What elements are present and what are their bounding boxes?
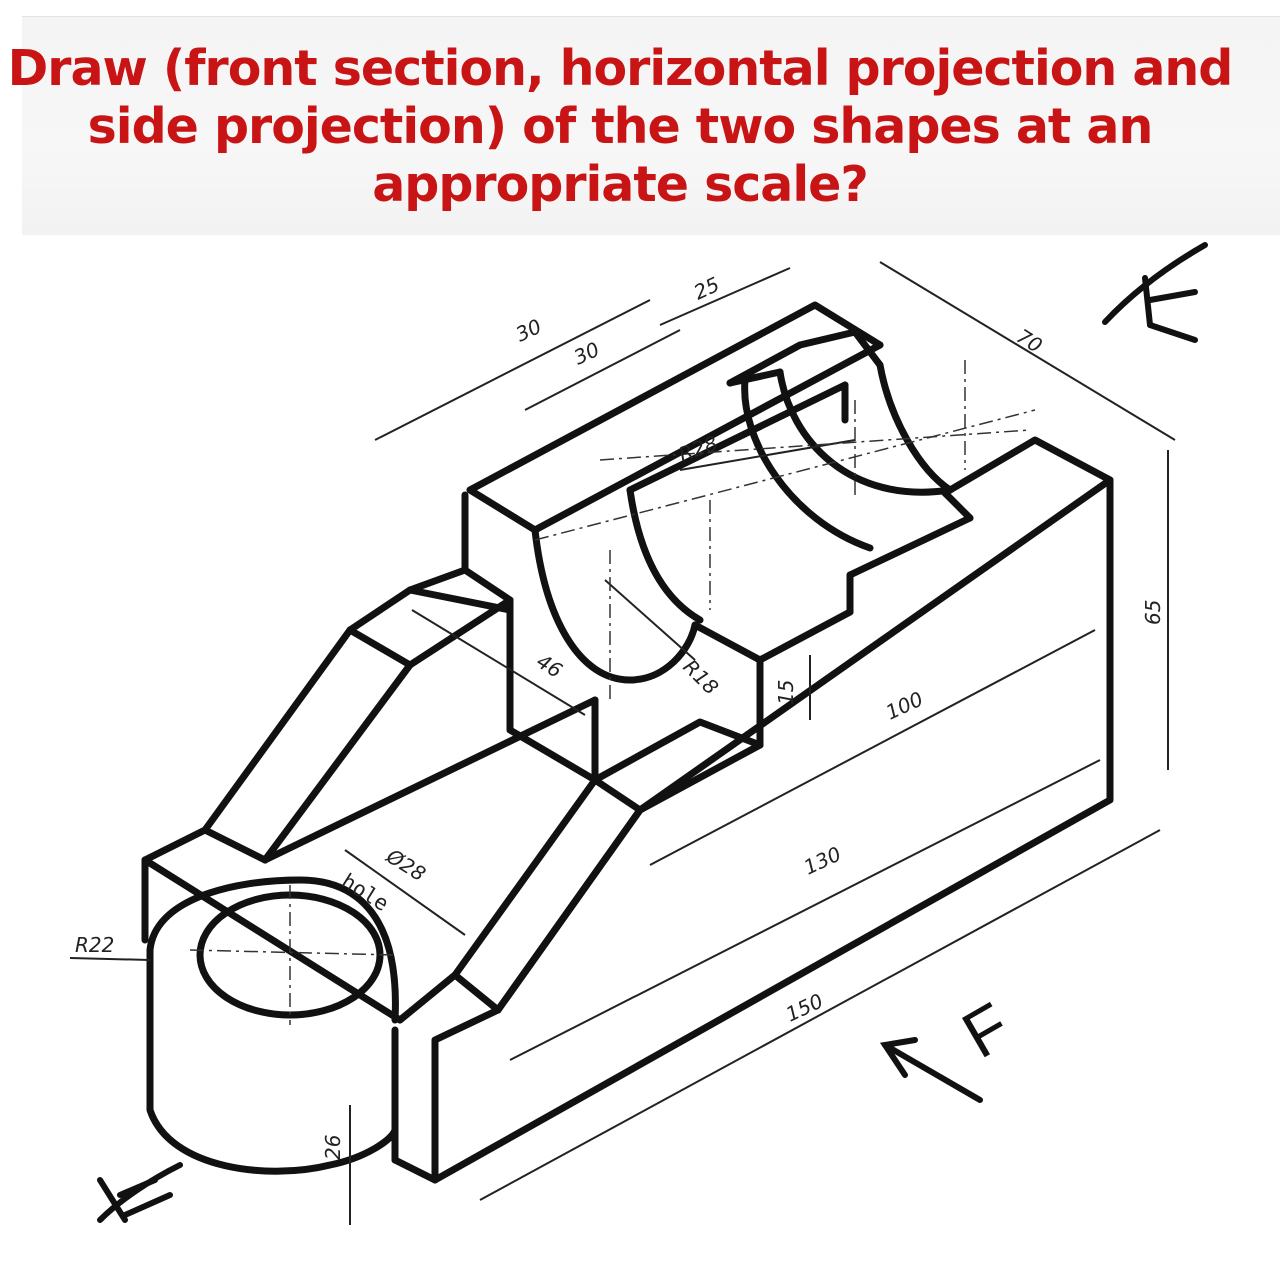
dim-r22: R22 <box>75 933 114 957</box>
dim-r18: R18 <box>678 655 723 700</box>
object-outline <box>141 301 1114 1184</box>
dim-30-inner: 30 <box>570 337 603 370</box>
dim-150: 150 <box>782 989 827 1027</box>
dim-65: 65 <box>1141 600 1165 625</box>
view-arrow-icon-front <box>879 1037 983 1103</box>
question-line-3: appropriate scale? <box>372 156 869 213</box>
dim-70: 70 <box>1012 324 1046 358</box>
dim-r28: R28 <box>676 431 721 467</box>
view-arrow-icon-top-right <box>1102 242 1208 343</box>
question-title: Draw (front section, horizontal projecti… <box>0 40 1240 214</box>
question-line-1: Draw (front section, horizontal projecti… <box>7 40 1234 97</box>
dim-46: 46 <box>532 649 566 683</box>
question-banner <box>22 16 1280 235</box>
dim-15: 15 <box>774 680 798 705</box>
view-arrow-icon-left <box>97 1162 183 1223</box>
view-label-f: F <box>950 988 1022 1072</box>
dim-100: 100 <box>882 687 927 725</box>
center-lines <box>189 360 1036 1025</box>
dim-130: 130 <box>800 842 845 880</box>
dim-26: 26 <box>321 1135 345 1160</box>
dim-hole-diameter: Ø28 <box>382 843 431 886</box>
question-line-2: side projection) of the two shapes at an <box>87 98 1154 155</box>
dim-30-outer: 30 <box>512 314 545 347</box>
dimension-lines <box>69 261 1176 1225</box>
